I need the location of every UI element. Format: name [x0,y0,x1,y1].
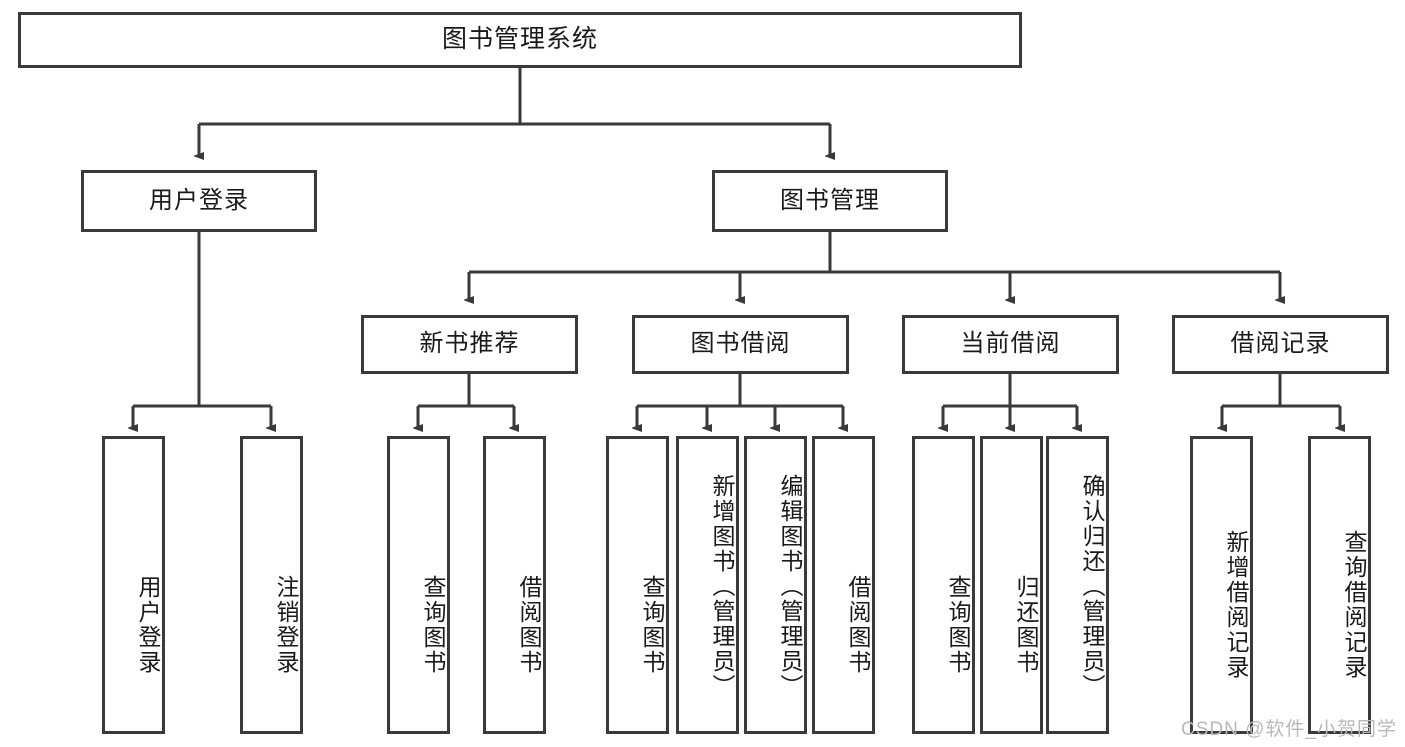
node-label: 查询图书 [945,575,971,675]
node-label: 注销登录 [273,575,299,675]
node-book-borrow[interactable]: 图书借阅 [632,315,849,374]
node-label: 借阅记录 [1230,330,1331,358]
node-label: 新书推荐 [419,330,520,358]
node-new-book-recommend[interactable]: 新书推荐 [361,315,578,374]
node-label: 图书管理系统 [441,25,598,54]
node-book-management[interactable]: 图书管理 [712,170,948,232]
node-label: 当前借阅 [960,330,1061,358]
node-label: 确认归还（管理员） [1079,473,1105,699]
leaf-current-borrow-query[interactable]: 查询图书 [912,436,975,734]
node-borrow-record[interactable]: 借阅记录 [1172,315,1389,374]
node-current-borrow[interactable]: 当前借阅 [902,315,1119,374]
leaf-new-book-query[interactable]: 查询图书 [387,436,450,734]
leaf-current-borrow-confirm-return[interactable]: 确认归还（管理员） [1046,436,1109,734]
node-label: 查询图书 [639,575,665,675]
node-user-login[interactable]: 用户登录 [81,170,317,232]
node-label: 归还图书 [1013,575,1039,675]
node-label: 用户登录 [149,186,249,214]
leaf-borrow-record-add[interactable]: 新增借阅记录 [1190,436,1253,734]
node-label: 新增借阅记录 [1223,530,1249,680]
leaf-user-login-login[interactable]: 用户登录 [102,436,165,734]
node-label: 查询图书 [420,575,446,675]
node-root-system[interactable]: 图书管理系统 [18,12,1022,68]
leaf-book-borrow-edit[interactable]: 编辑图书（管理员） [744,436,807,734]
node-label: 图书管理 [780,186,880,214]
leaf-current-borrow-return[interactable]: 归还图书 [980,436,1043,734]
leaf-new-book-borrow[interactable]: 借阅图书 [483,436,546,734]
leaf-book-borrow-add[interactable]: 新增图书（管理员） [676,436,739,734]
leaf-borrow-record-query[interactable]: 查询借阅记录 [1308,436,1371,734]
node-label: 编辑图书（管理员） [777,473,803,699]
node-label: 用户登录 [135,575,161,675]
watermark-text: CSDN @软件_小贺同学 [1181,719,1397,740]
node-label: 图书借阅 [690,330,791,358]
leaf-user-login-logout[interactable]: 注销登录 [240,436,303,734]
leaf-book-borrow-borrow[interactable]: 借阅图书 [812,436,875,734]
leaf-book-borrow-query[interactable]: 查询图书 [606,436,669,734]
node-label: 新增图书（管理员） [709,473,735,699]
node-label: 借阅图书 [845,575,871,675]
node-label: 查询借阅记录 [1341,530,1367,680]
node-label: 借阅图书 [516,575,542,675]
